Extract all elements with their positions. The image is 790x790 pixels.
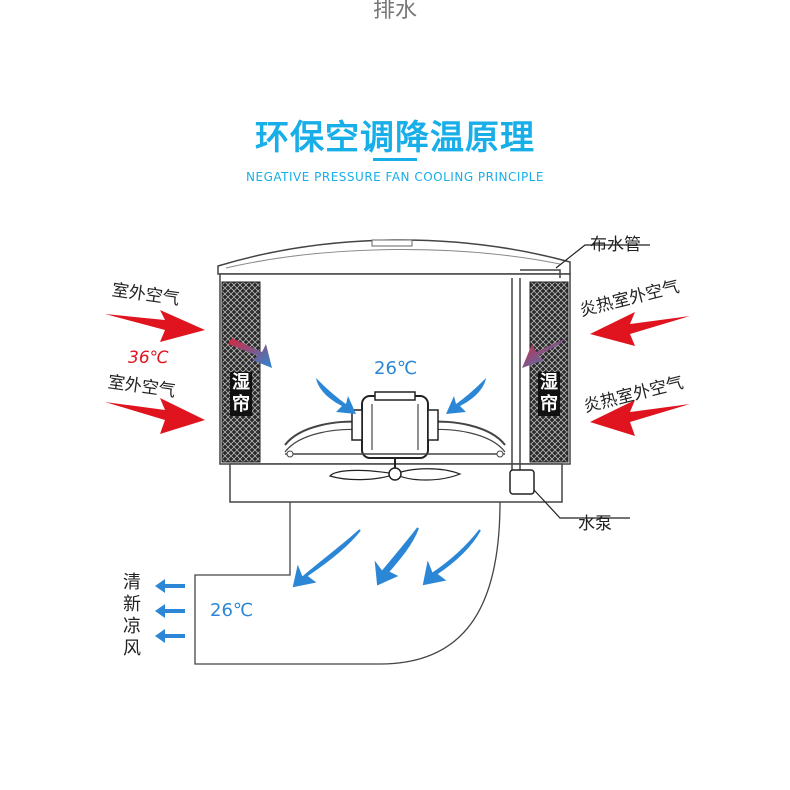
page-title: 环保空调降温原理 [255, 118, 535, 158]
output-arrow-3 [422, 529, 481, 586]
cooler-roof [217, 239, 571, 275]
water-pipe [511, 278, 521, 470]
output-temp-label: 26℃ [210, 600, 254, 621]
title-underline [373, 158, 417, 161]
exit-arrow-3 [155, 629, 185, 643]
exit-arrow-2 [155, 604, 185, 618]
water-pipe-label: 布水管 [590, 235, 641, 255]
hot-air-arrow-left-1 [105, 310, 205, 342]
pump-leader [533, 489, 630, 519]
intake-arrow-right [446, 378, 486, 414]
inside-temp-label: 26℃ [374, 358, 418, 379]
outdoor-temp-label: 36℃ [128, 348, 169, 368]
fresh-cool-air-label: 清新凉风 [123, 572, 141, 659]
left-pad-label: 湿帘 [230, 372, 252, 416]
page-subtitle: NEGATIVE PRESSURE FAN COOLING PRINCIPLE [246, 170, 544, 184]
pad-flow-arrow-left [228, 338, 272, 368]
pipe-leader [555, 244, 650, 269]
output-arrow-2 [374, 527, 419, 586]
pad-flow-arrow-right [522, 338, 566, 368]
water-pump [509, 469, 535, 495]
hot-air-arrow-right-1 [590, 312, 690, 346]
output-arrow-1 [292, 529, 361, 588]
hot-air-arrow-right-2 [590, 400, 690, 436]
section-cut-title: 排水 [372, 0, 417, 23]
right-pad-label: 湿帘 [538, 372, 560, 416]
hot-air-arrow-left-2 [105, 398, 205, 434]
roof-panel [371, 239, 413, 247]
air-duct [194, 501, 501, 665]
intake-arrow-left [316, 378, 356, 414]
pump-label: 水泵 [578, 514, 612, 534]
exit-arrow-1 [155, 579, 185, 593]
